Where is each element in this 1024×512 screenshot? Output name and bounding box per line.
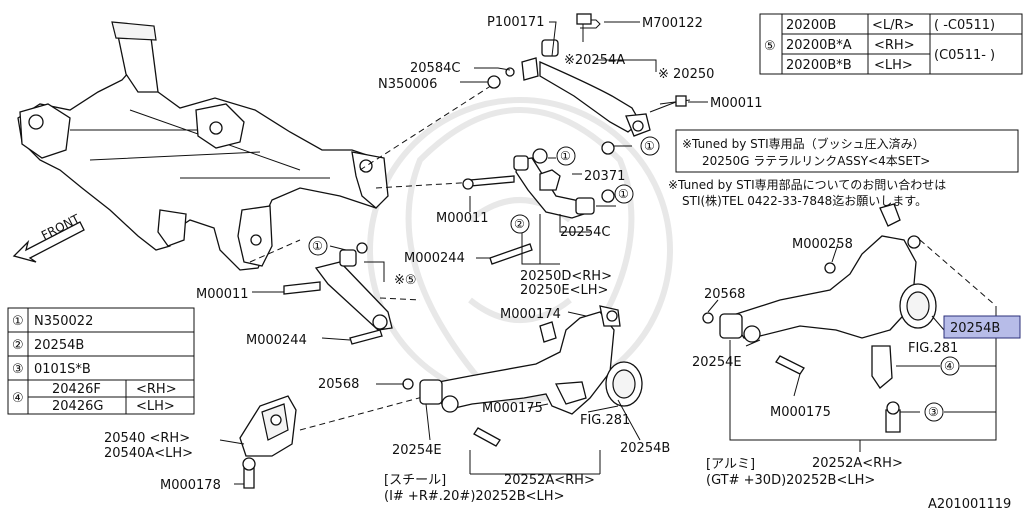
- legend-row5-side: <LH>: [136, 399, 175, 414]
- ref5-row2-range: (C0511- ): [934, 48, 995, 63]
- ref5-row1-range: ( -C0511): [934, 18, 995, 33]
- label-m000258: M000258: [792, 237, 853, 252]
- ref5-row3-side: <LH>: [874, 58, 913, 73]
- ref5-row1-side: <L/R>: [872, 18, 914, 33]
- label-20568-mid: 20568: [318, 377, 359, 392]
- label-steel-models: (I# +R#.20#)20252B<LH>: [384, 489, 564, 504]
- label-20540: 20540 <RH>: [104, 431, 190, 446]
- label-fig281-mid: FIG.281: [580, 413, 630, 428]
- callout-1-arm: ①: [644, 139, 655, 153]
- label-aluminum-models: (GT# +30D)20252B<LH>: [706, 473, 875, 488]
- label-m000244-left: M000244: [246, 333, 307, 348]
- label-20254e-right: 20254E: [692, 355, 742, 370]
- label-m000174: M000174: [500, 307, 561, 322]
- label-20584c: 20584C: [410, 61, 460, 76]
- label-ref5: ※⑤: [394, 273, 417, 288]
- legend-row5-part: 20426G: [52, 399, 103, 414]
- label-20254c: 20254C: [560, 225, 610, 240]
- rear-crossmember: [17, 21, 389, 271]
- label-20252a-right: 20252A<RH>: [812, 456, 903, 471]
- ref5-row3-part: 20200B*B: [786, 58, 852, 73]
- inquiry-note-line1: ※Tuned by STI専用部品についてのお問い合わせは: [668, 177, 946, 192]
- front-arrow: FRONT: [12, 211, 85, 263]
- bracket-20540: [239, 395, 297, 489]
- tuned-note-box: [675, 129, 1019, 173]
- label-20254b-mid: 20254B: [620, 441, 670, 456]
- label-p100171: P100171: [487, 15, 544, 30]
- callout-markers: ① ① ① ② ① ④ ③: [308, 136, 960, 422]
- label-20568-right: 20568: [704, 287, 745, 302]
- label-20250e: 20250E<LH>: [520, 283, 608, 298]
- lateral-link-20250d: [462, 148, 615, 265]
- label-20540a: 20540A<LH>: [104, 446, 193, 461]
- label-aluminum: [アルミ]: [706, 457, 755, 472]
- label-m700122: M700122: [642, 16, 703, 31]
- tuned-note-line1: ※Tuned by STI専用品（ブッシュ圧入済み）: [682, 136, 925, 151]
- trailing-arm-aluminum: [702, 203, 937, 433]
- callout-1-link: ①: [312, 239, 323, 253]
- sti-notes: ※Tuned by STI専用品（ブッシュ圧入済み） 20250G ラテラルリン…: [668, 129, 1019, 208]
- legend-row4-index: ④: [12, 391, 24, 406]
- legend-row4-side: <RH>: [136, 382, 177, 397]
- upper-arm-20254a: [487, 13, 691, 155]
- inquiry-note-line2: STI(株)TEL 0422-33-7848迄お願いします。: [682, 193, 927, 208]
- ref5-row2-part: 20200B*A: [786, 38, 852, 53]
- leader-lines: [219, 21, 997, 485]
- label-20250d: 20250D<RH>: [520, 269, 612, 284]
- ref5-index: ⑤: [764, 39, 776, 54]
- tuned-note-line2: 20250G ラテラルリンクASSY<4本SET>: [702, 154, 930, 168]
- callout-2: ②: [514, 217, 525, 231]
- callout-4: ④: [944, 359, 955, 373]
- label-m00011-top: M00011: [710, 96, 763, 111]
- legend-row3-part: 0101S*B: [34, 362, 91, 377]
- label-m00011-mid: M00011: [436, 211, 489, 226]
- legend-table: ① N350022 ② 20254B ③ 0101S*B ④ 20426F <R…: [7, 307, 195, 415]
- label-m00011-left: M00011: [196, 287, 249, 302]
- label-m000175-mid: M000175: [482, 401, 543, 416]
- legend-row3-index: ③: [12, 362, 24, 377]
- label-20254e-mid: 20254E: [392, 443, 442, 458]
- ref5-table: ⑤ 20200B <L/R> ( -C0511) 20200B*A <RH> (…: [759, 13, 1023, 75]
- label-steel: [スチール]: [384, 473, 446, 488]
- diagram-code: A201001119: [928, 497, 1011, 512]
- legend-row1-part: N350022: [34, 314, 93, 329]
- legend-row1-index: ①: [12, 314, 24, 329]
- ref5-row2-side: <RH>: [874, 38, 915, 53]
- legend-row2-index: ②: [12, 338, 24, 353]
- highlight-box-20254b: [943, 315, 1021, 339]
- label-20254a: ※20254A: [564, 53, 625, 68]
- label-m000178: M000178: [160, 478, 221, 493]
- part-labels: P100171 M700122 20584C N350006 ※20254A ※…: [104, 15, 1021, 512]
- label-20250: ※ 20250: [658, 67, 714, 82]
- legend-row2-part: 20254B: [34, 338, 84, 353]
- label-m000244-mid: M000244: [404, 251, 465, 266]
- legend-row4-part: 20426F: [52, 382, 101, 397]
- callout-1-lower: ①: [618, 187, 629, 201]
- label-20252a-mid: 20252A<RH>: [504, 473, 595, 488]
- label-n350006: N350006: [378, 77, 437, 92]
- lateral-link-20200b: [283, 242, 393, 345]
- callout-3: ③: [928, 405, 939, 419]
- ref5-row1-part: 20200B: [786, 18, 836, 33]
- label-fig281-right: FIG.281: [908, 341, 958, 356]
- label-20254b-highlight: 20254B: [950, 321, 1000, 336]
- label-m000175-right: M000175: [770, 405, 831, 420]
- trailing-arm-steel: [402, 305, 643, 447]
- label-20371: 20371: [584, 169, 625, 184]
- callout-1-upper: ①: [560, 149, 571, 163]
